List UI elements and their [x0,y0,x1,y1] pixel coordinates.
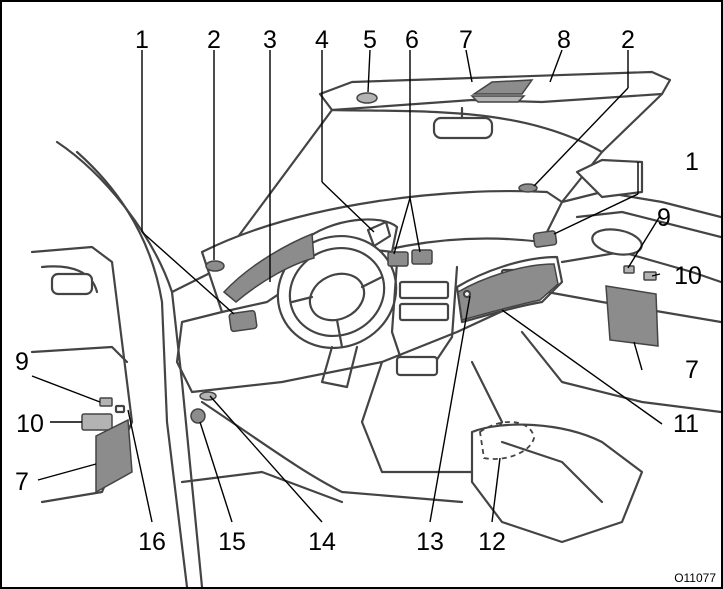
overhead-console-part [474,80,532,94]
glove-box-part [458,264,558,320]
right-door-pocket-part [606,286,658,346]
left-door-pocket-part [96,420,132,492]
callout-1: 1 [685,148,699,176]
left-door-switch-9 [100,398,112,406]
dome-light-part [357,93,377,103]
callout-15: 15 [218,528,246,556]
callout-7: 7 [459,26,473,54]
release-lever-part [200,392,216,400]
callout-11: 11 [673,410,699,438]
callout-12: 12 [478,528,506,556]
left-door-switch-10 [82,414,112,430]
callout-4: 4 [315,26,329,54]
hood-release-part [191,409,205,423]
callout-3: 3 [263,26,277,54]
callout-10: 10 [674,262,702,290]
figure-code: O11077 [674,571,716,585]
callout-13: 13 [416,528,444,556]
right-door-handle [590,226,643,258]
left-speaker-part [206,261,224,271]
callout-9: 9 [657,204,671,232]
left-a-pillar [57,142,202,587]
right-side-mirror [577,160,642,197]
callout-16: 16 [138,528,166,556]
callout-2: 2 [621,26,635,54]
callout-6: 6 [405,26,419,54]
callout-14: 14 [308,528,336,556]
callout-9: 9 [15,348,29,376]
center-vent-right-part [412,250,432,264]
callout-5: 5 [363,26,377,54]
glove-box-lock-part [464,291,470,297]
callout-7: 7 [15,468,29,496]
callout-1: 1 [135,26,149,54]
right-door-frame [562,192,721,217]
center-vent-left-part [388,252,408,266]
callout-7: 7 [685,356,699,384]
left-door-handle-recess [52,274,92,294]
callout-10: 10 [16,410,44,438]
rear-view-mirror [434,118,492,138]
callout-2: 2 [207,26,221,54]
callout-8: 8 [557,26,571,54]
right-vent-part [533,231,557,248]
